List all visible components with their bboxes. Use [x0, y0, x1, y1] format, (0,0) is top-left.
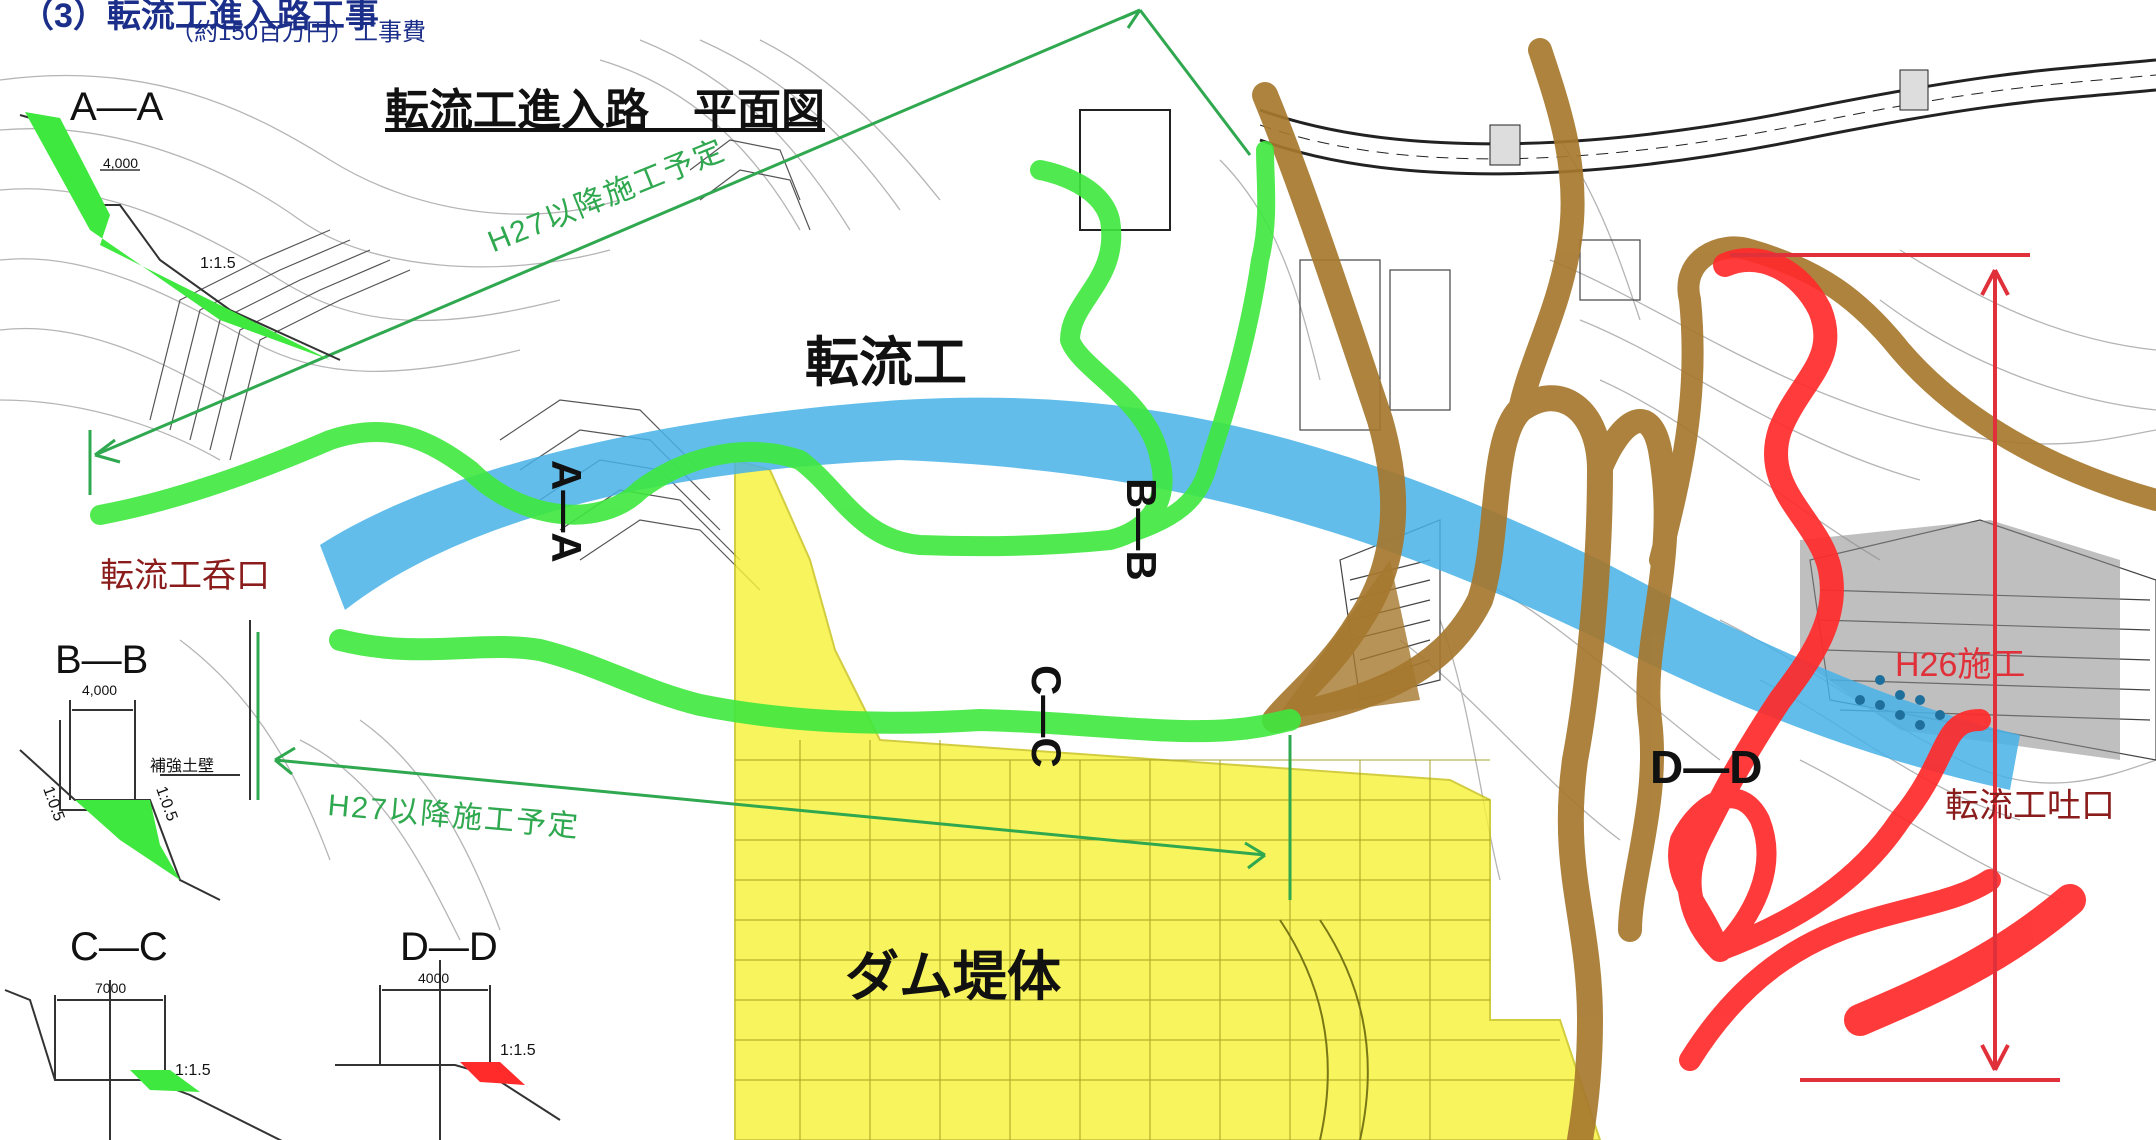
section-aa-slope: 1:1.5	[200, 255, 236, 272]
cut-label-aa: A—A	[543, 460, 590, 563]
section-aa-width: 4,000	[103, 155, 139, 171]
section-cc	[4, 980, 283, 1140]
outlet-label: 転流工吐口	[1945, 787, 2115, 825]
h27-arrows	[88, 8, 1292, 900]
section-bb-note: 補強土壁	[150, 758, 215, 775]
section-cc-slope: 1:1.5	[175, 1062, 211, 1079]
dam-label: ダム堤体	[845, 947, 1061, 1007]
green-route	[90, 141, 1301, 743]
section-cc-title: C—C	[70, 925, 168, 969]
page-heading: （3）転流工進入路工事	[20, 0, 379, 35]
existing-road	[1079, 58, 2156, 231]
section-dd-width: 4000	[418, 970, 450, 986]
plan-title: 転流工進入路 平面図	[385, 86, 825, 135]
page-subheading: （約150百万円）工事費	[170, 19, 427, 46]
red-route	[1668, 248, 2086, 1071]
dam-body	[734, 458, 1602, 1140]
section-aa-title: A—A	[70, 85, 164, 129]
tunnel-outlet-dots	[1855, 675, 1945, 730]
section-cc-fill	[130, 1070, 200, 1092]
brown-fan-area	[1275, 560, 1420, 720]
section-bb-title: B—B	[55, 638, 149, 682]
h26-label: H26施工	[1895, 646, 2026, 684]
section-dd-fill	[460, 1062, 525, 1085]
h26-dimension	[1730, 253, 2060, 1082]
section-aa	[19, 112, 341, 361]
cut-label-cc: C—C	[1023, 665, 1070, 768]
cut-label-bb: B—B	[1118, 478, 1165, 581]
section-bb-width: 4,000	[82, 682, 118, 698]
inlet-label: 転流工呑口	[100, 557, 270, 595]
tunnel-label: 転流工	[805, 333, 967, 393]
section-dd-title: D—D	[400, 925, 498, 969]
section-cc-width: 7000	[95, 980, 127, 996]
section-bb-fill	[75, 800, 180, 880]
section-dd-slope: 1:1.5	[500, 1042, 536, 1059]
brown-route	[1252, 38, 2156, 1140]
cut-label-dd: D—D	[1650, 741, 1763, 793]
